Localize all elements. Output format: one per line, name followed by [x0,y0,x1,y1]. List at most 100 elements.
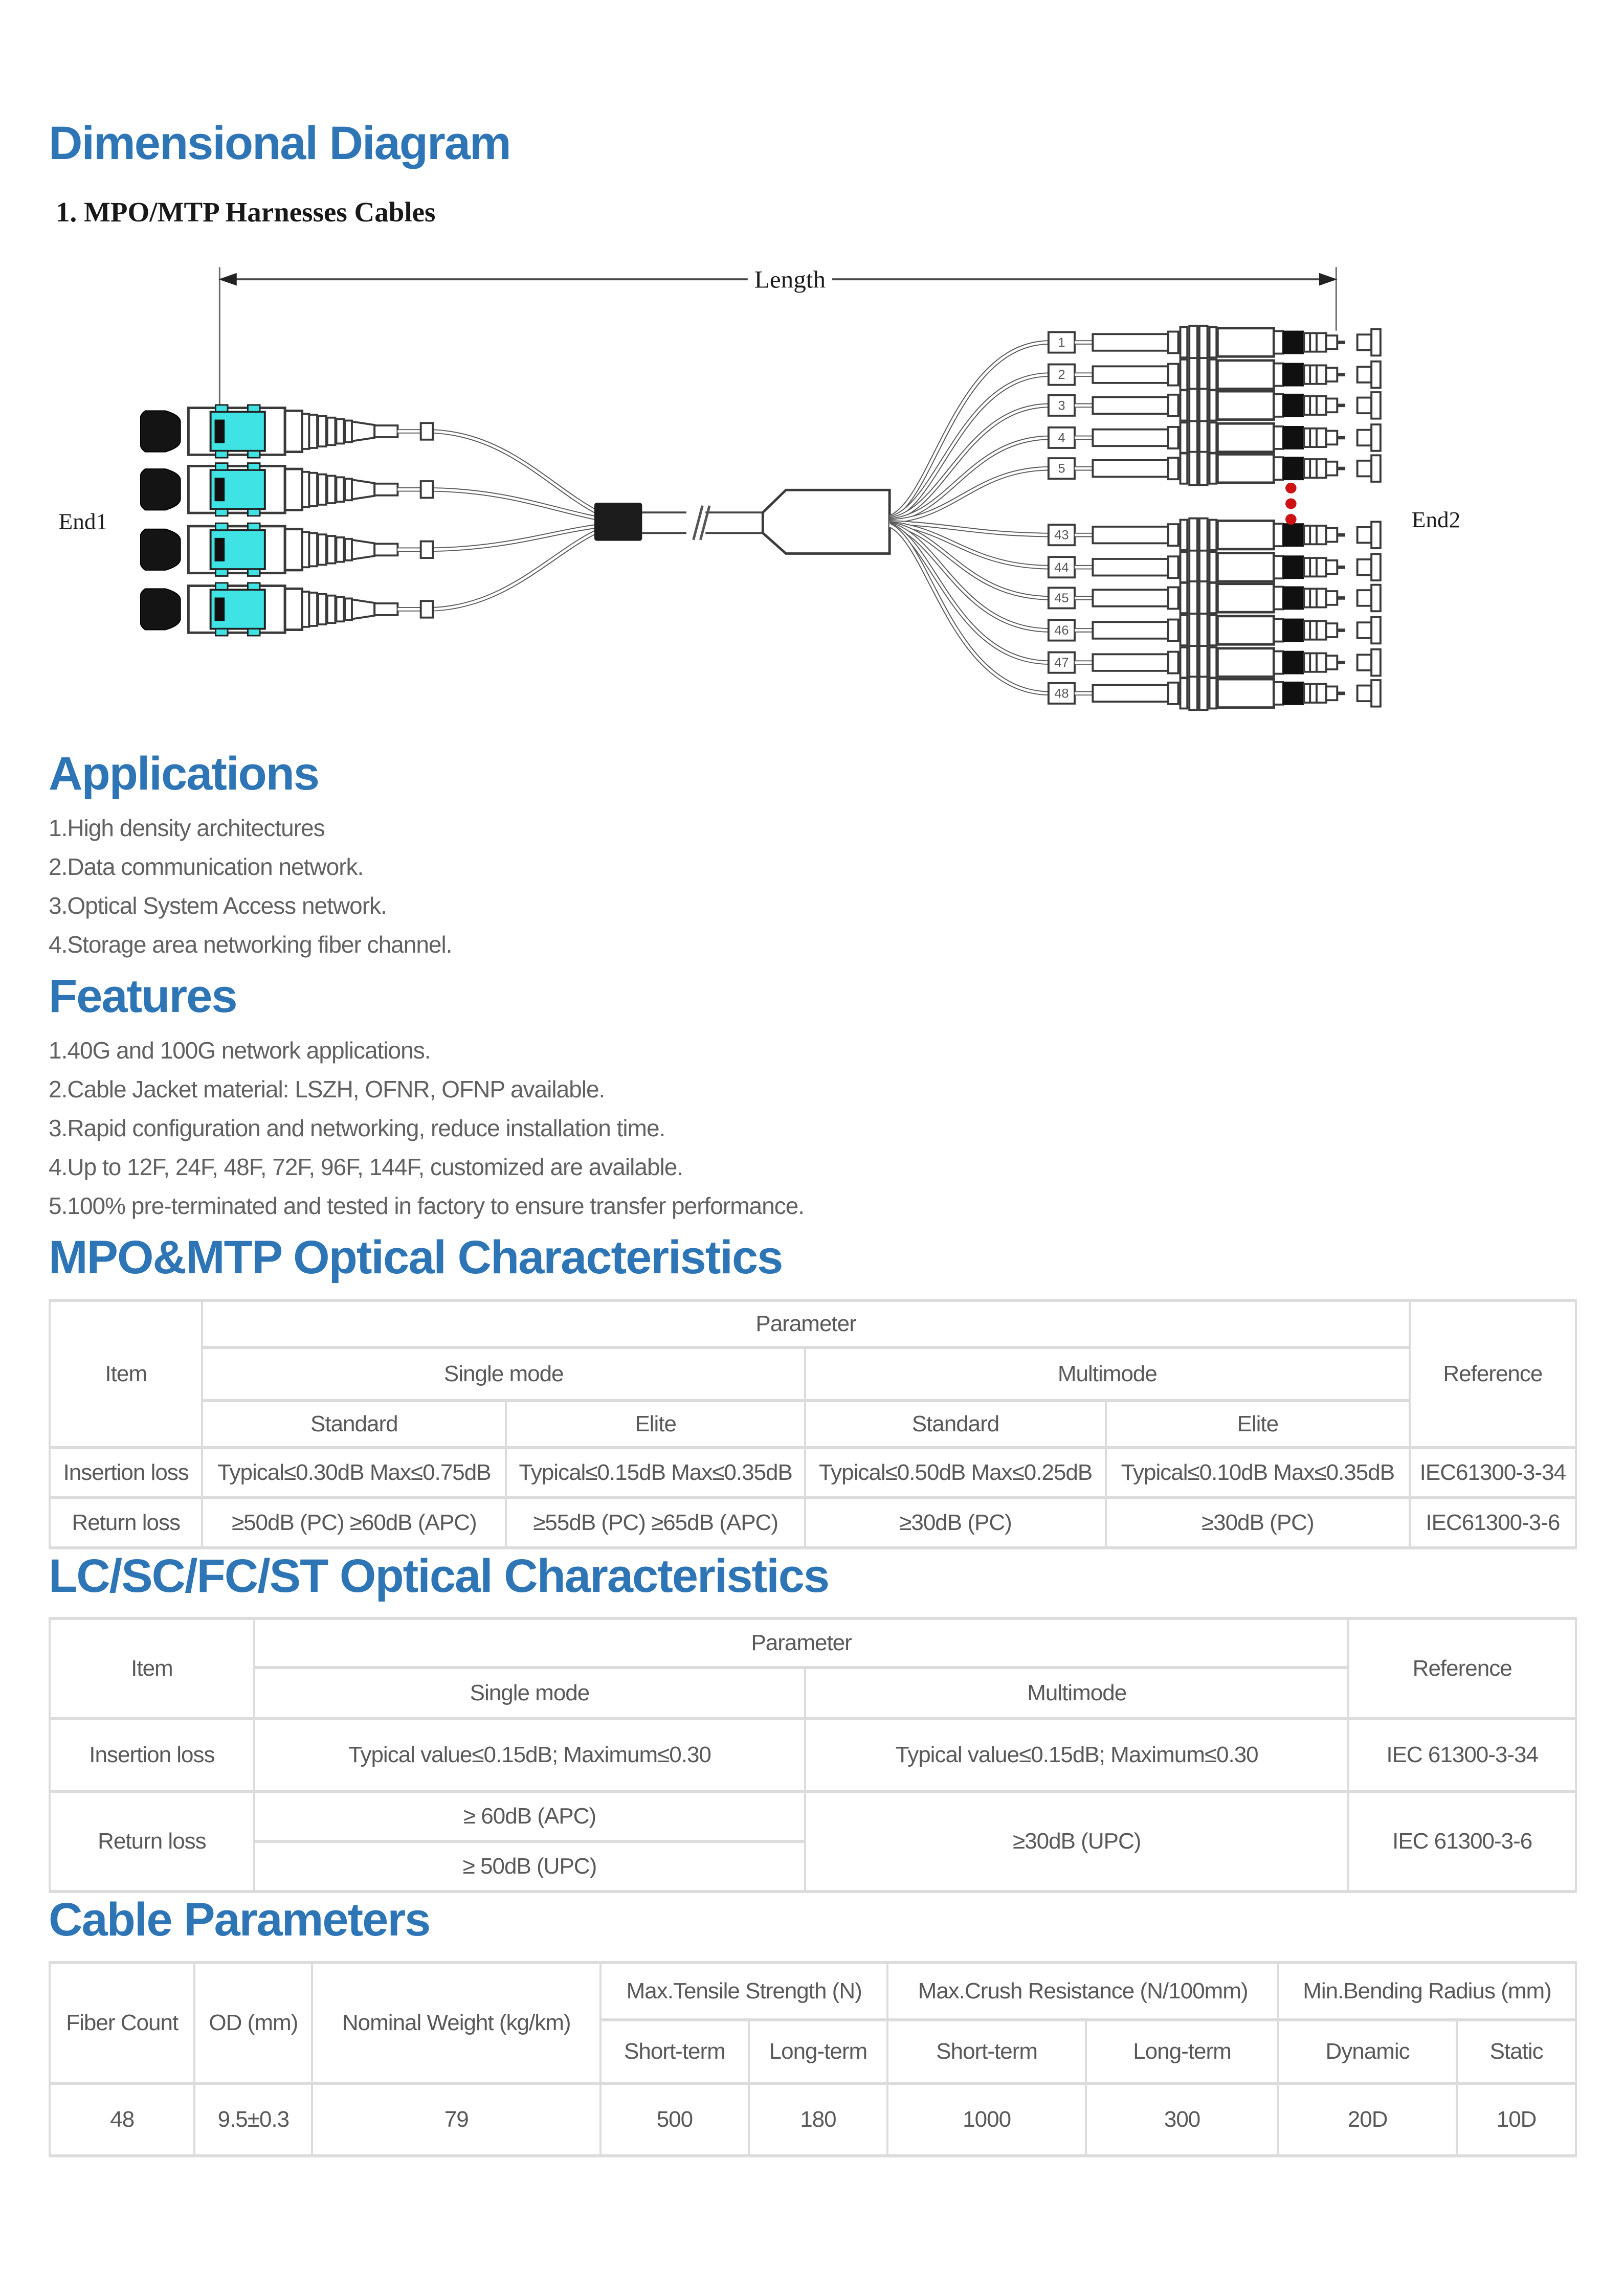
row-label: Insertion loss [48,1446,204,1499]
cell-value: 500 [599,2082,750,2158]
breakout-connector [1049,519,1381,552]
end1-label: End1 [59,509,107,534]
breakout-label: 4 [1058,431,1065,445]
col-header-max-crush: Max.Crush Resistance (N/100mm) [886,1961,1280,2022]
col-header-parameter: Parameter [201,1298,1411,1349]
row-label: Return loss [49,1790,255,1894]
breakout-connector [1049,551,1381,584]
col-header-max-tensile: Max.Tensile Strength (N) [599,1961,889,2022]
table-row: 48 9.5±0.3 79 500 180 1000 300 20D 10D [48,2082,1577,2158]
furcation-band [594,502,642,541]
continuation-dots-icon [1285,482,1297,525]
diagram-subtitle: 1. MPO/MTP Harnesses Cables [56,196,436,228]
cell-value: Typical≤0.15dB Max≤0.35dB [505,1446,807,1499]
breakout-label: 43 [1054,528,1069,543]
col-header-nominal-weight: Nominal Weight (kg/km) [311,1961,602,2085]
col-header-parameter: Parameter [253,1617,1350,1670]
mpo-connector [141,463,433,516]
breakout-label: 5 [1058,462,1065,476]
breakout-label: 44 [1054,560,1069,575]
cell-value: 79 [311,2082,602,2158]
col-header-standard: Standard [804,1399,1107,1449]
cell-value: 10D [1456,2082,1577,2158]
lc-optical-table: Item Parameter Reference Single mode Mul… [49,1617,1577,1894]
cell-value: IEC 61300-3-6 [1347,1790,1577,1894]
list-item: 4.Up to 12F, 24F, 48F, 72F, 96F, 144F, c… [49,1153,683,1180]
col-header-reference: Reference [1347,1617,1577,1721]
breakout-connector [1049,326,1381,359]
table-row: Insertion loss Typical≤0.30dB Max≤0.75dB… [48,1446,1577,1499]
list-item: 4.Storage area networking fiber channel. [49,931,453,958]
cell-value: 1000 [886,2082,1087,2158]
dimensional-diagram-title: Dimensional Diagram [49,117,511,169]
applications-list: 1.High density architectures 2.Data comm… [49,814,1581,958]
col-header-static: Static [1456,2018,1577,2085]
datasheet-page: Dimensional Diagram 1. MPO/MTP Harnesses… [48,117,1581,2158]
breakout-connector [1049,646,1381,679]
furcation-body [761,488,891,555]
col-header-single-mode: Single mode [253,1666,807,1721]
breakout-label: 45 [1054,591,1069,605]
col-header-dynamic: Dynamic [1277,2018,1458,2085]
table-row: Return loss ≥50dB (PC) ≥60dB (APC) ≥55dB… [48,1496,1577,1549]
mpo-connector [141,405,433,458]
breakout-label: 1 [1058,335,1065,350]
col-header-single-mode: Single mode [201,1345,807,1402]
list-item: 1.40G and 100G network applications. [49,1037,431,1064]
lc-optical-title: LC/SC/FC/ST Optical Characteristics [49,1549,830,1602]
breakout-connector [1049,614,1381,647]
row-label: Insertion loss [49,1717,255,1793]
length-dimension-line: Length [218,266,1338,410]
breakout-label: 47 [1054,656,1069,670]
breakout-label: 3 [1058,399,1065,413]
breakout-connector [1049,452,1381,485]
col-header-multimode: Multimode [804,1666,1350,1721]
trunk-cable [642,505,763,541]
list-item: 2.Cable Jacket material: LSZH, OFNR, OFN… [49,1075,605,1102]
breakout-connector [1049,581,1381,615]
cell-value: ≥30dB (PC) [804,1496,1107,1549]
cable-parameters-table: Fiber Count OD (mm) Nominal Weight (kg/k… [48,1961,1577,2158]
col-header-reference: Reference [1408,1298,1577,1449]
mpo-connector [141,583,433,636]
breakout-number-labels: 1 2 3 4 5 43 44 45 46 47 48 [1054,335,1069,701]
cell-value: ≥30dB (UPC) [804,1790,1350,1894]
col-header-fiber-count: Fiber Count [48,1961,196,2085]
cell-value: 180 [747,2082,889,2158]
breakout-label: 46 [1054,623,1069,638]
cell-value: ≥55dB (PC) ≥65dB (APC) [505,1496,807,1549]
breakout-connector [1049,677,1381,710]
cell-value: IEC61300-3-6 [1408,1496,1577,1549]
col-header-item: Item [48,1298,204,1449]
col-header-standard: Standard [201,1399,507,1449]
col-header-min-bending: Min.Bending Radius (mm) [1277,1961,1577,2022]
features-title: Features [49,970,238,1022]
cell-value: IEC 61300-3-34 [1347,1717,1577,1793]
row-label: Return loss [48,1496,204,1549]
col-header-short-term: Short-term [599,2018,750,2085]
list-item: 2.Data communication network. [49,853,364,880]
mpo-optical-title: MPO&MTP Optical Characteristics [49,1231,783,1284]
col-header-short-term: Short-term [886,2018,1087,2085]
table-row: Return loss ≥ 60dB (APC) ≥30dB (UPC) IEC… [49,1790,1577,1894]
cell-value: Typical≤0.30dB Max≤0.75dB [201,1446,507,1499]
breakout-connector [1049,389,1381,422]
end1-cables [431,429,599,612]
cell-value: ≥50dB (PC) ≥60dB (APC) [201,1496,507,1549]
table-row: ≥ 50dB (UPC) [50,1840,1576,1894]
list-item: 5.100% pre-terminated and tested in fact… [49,1192,805,1219]
cell-value: 48 [48,2082,196,2158]
cell-value: ≥ 60dB (APC) [253,1790,807,1843]
list-item: 3.Optical System Access network. [49,892,387,919]
cell-value: Typical value≤0.15dB; Maximum≤0.30 [804,1717,1350,1793]
cell-value: ≥ 50dB (UPC) [253,1840,807,1894]
list-item: 1.High density architectures [49,814,325,841]
col-header-od: OD (mm) [193,1961,314,2085]
col-header-long-term: Long-term [1085,2018,1280,2085]
applications-title: Applications [49,747,320,800]
mpo-connector [141,523,433,576]
breakout-connector [1049,421,1381,454]
col-header-elite: Elite [1104,1399,1411,1449]
list-item: 3.Rapid configuration and networking, re… [49,1114,665,1141]
end2-label: End2 [1412,507,1460,532]
